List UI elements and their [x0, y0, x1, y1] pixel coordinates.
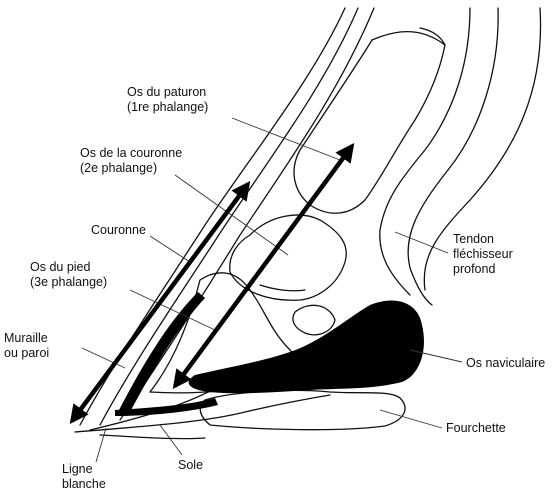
label-sole: Sole	[178, 458, 203, 473]
label-os-du-pied: Os du pied(3e phalange)	[30, 260, 107, 290]
leader-paturon	[232, 118, 340, 160]
label-os-du-paturon: Os du paturon(1re phalange)	[127, 85, 208, 115]
digital-cushion-fill	[189, 301, 424, 394]
leader-ligne	[96, 428, 106, 462]
label-fourchette: Fourchette	[446, 421, 506, 436]
leader-couronne	[150, 236, 190, 262]
white-line-band	[118, 292, 205, 412]
label-couronne: Couronne	[91, 223, 146, 238]
frog-outline	[200, 390, 405, 429]
leader-sole	[160, 425, 182, 455]
navicular-bone-outline	[293, 305, 335, 334]
label-os-naviculaire: Os naviculaire	[466, 356, 545, 371]
first-phalanx	[294, 28, 445, 213]
label-os-de-la-couronne: Os de la couronne(2e phalange)	[80, 146, 182, 176]
leader-fourchette	[380, 410, 442, 428]
